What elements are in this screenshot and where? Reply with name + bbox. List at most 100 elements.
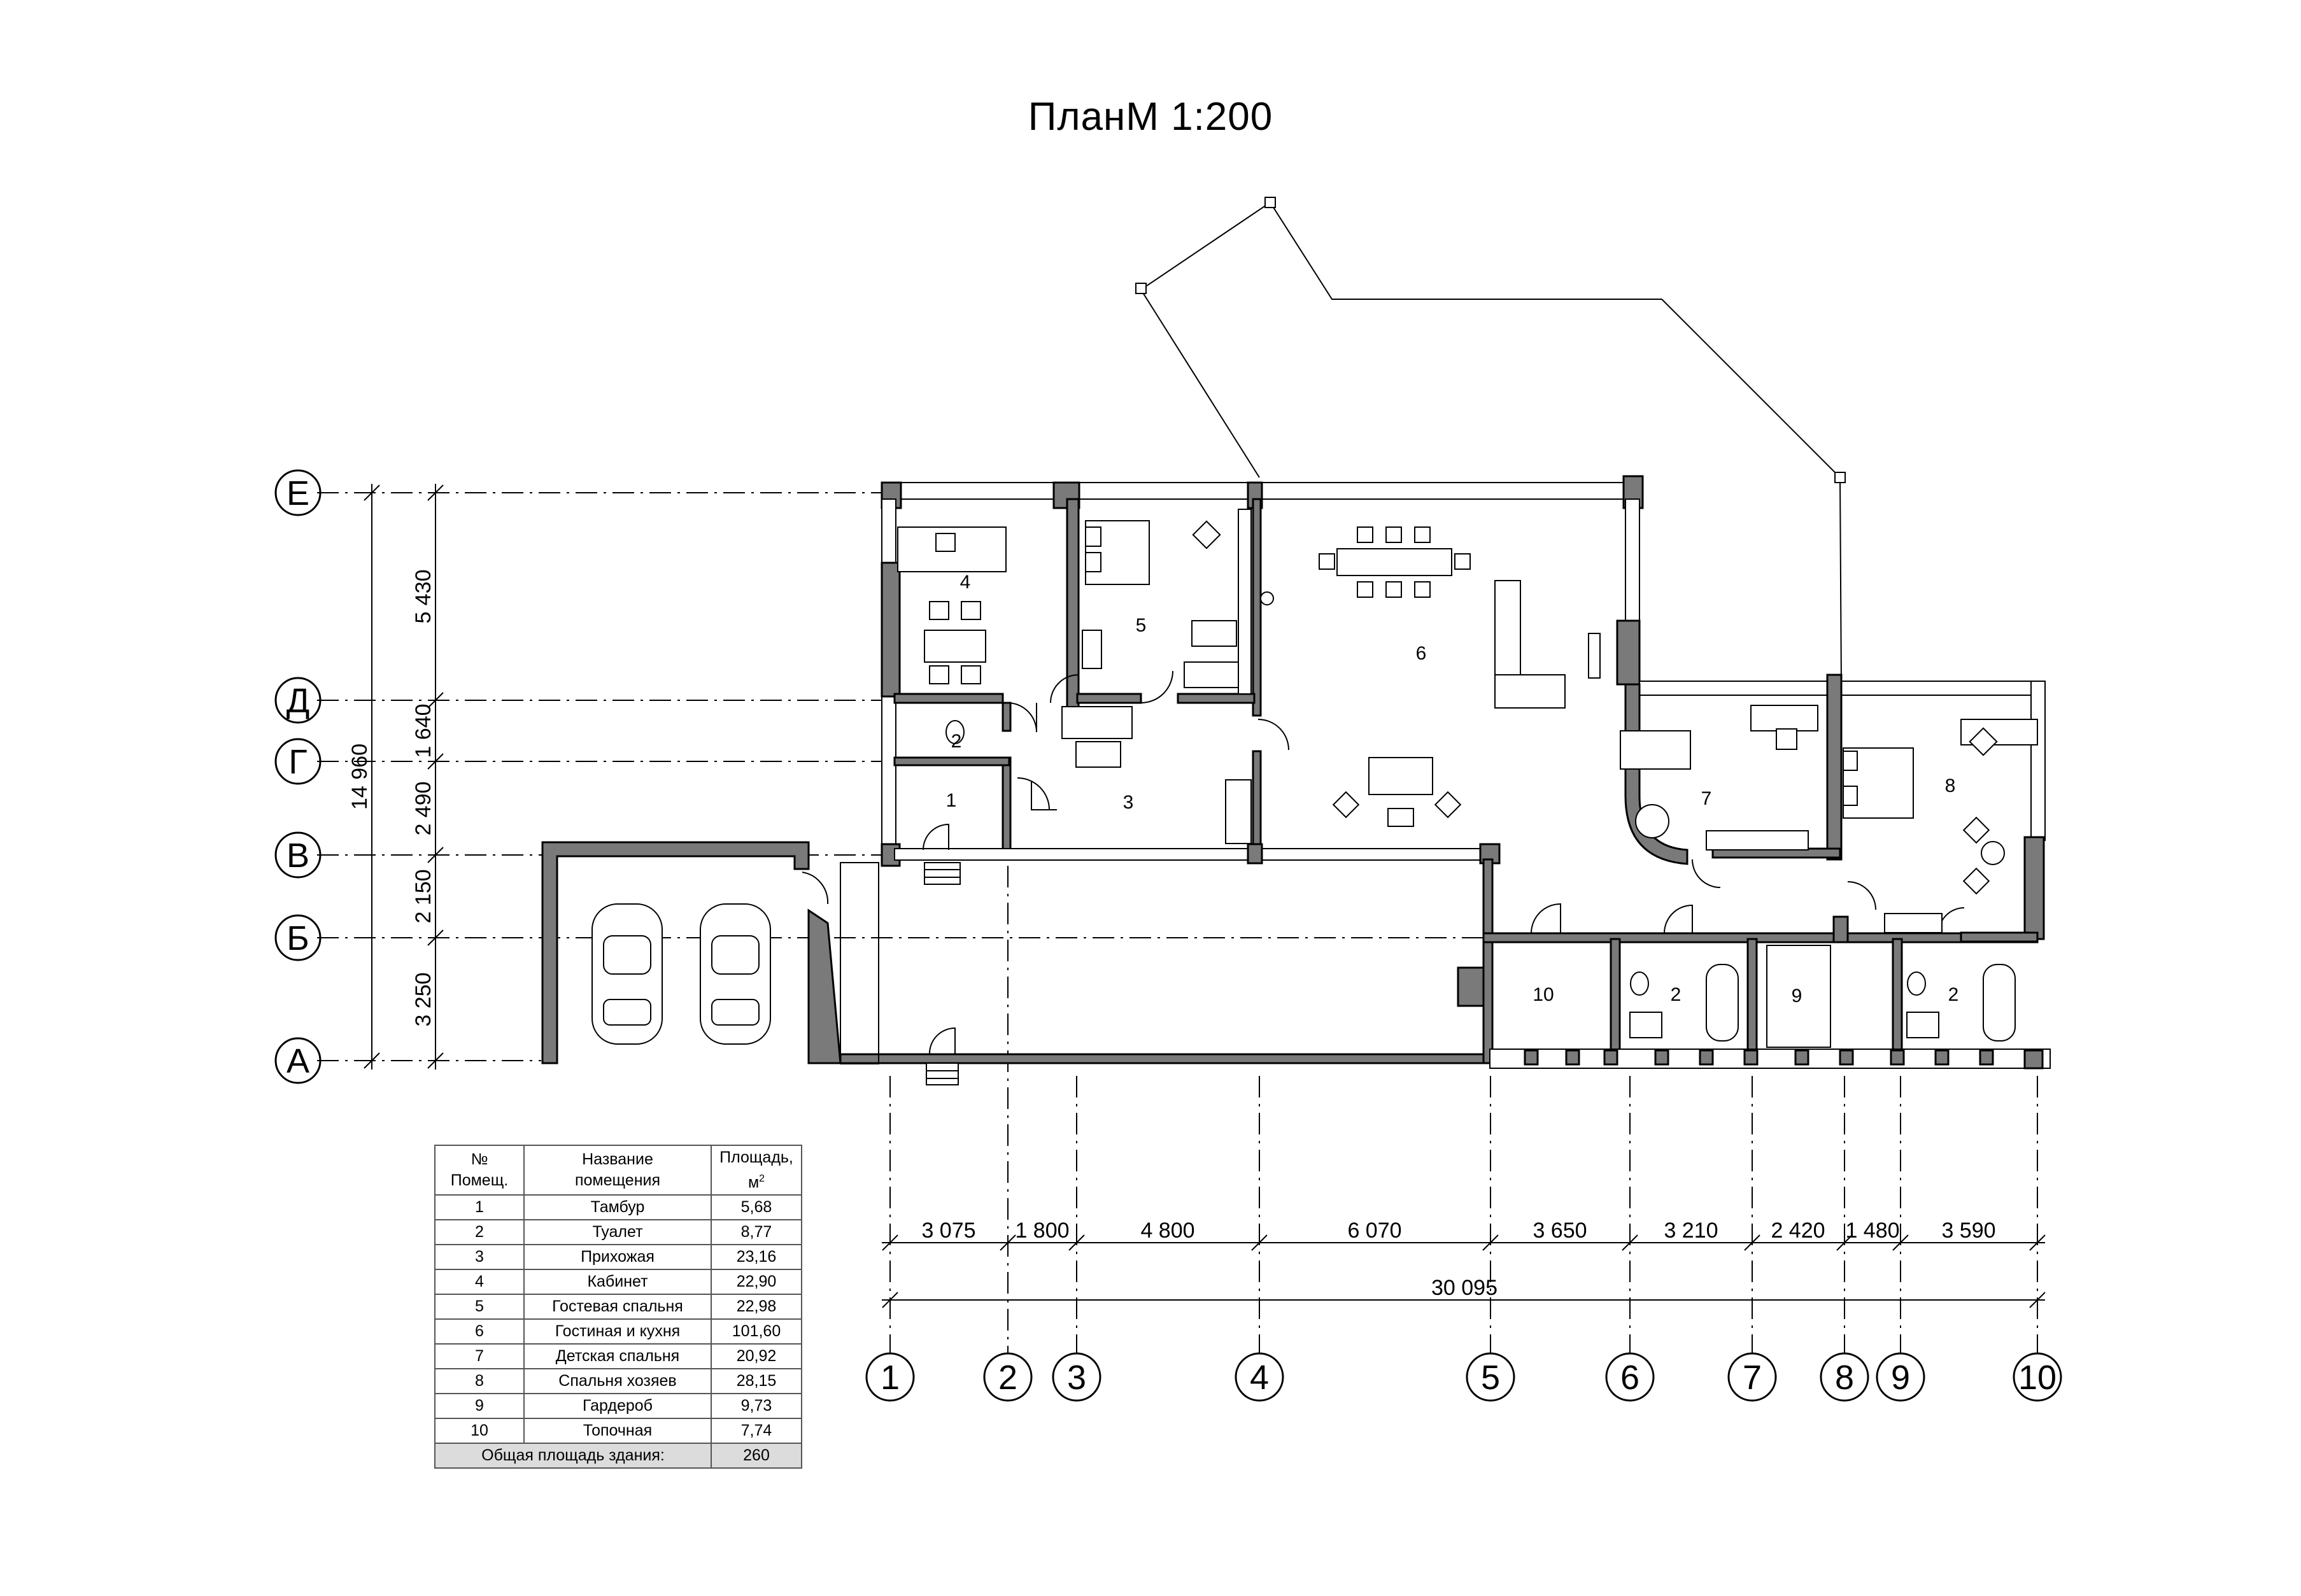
row-axis-markers: Е Д Г В Б А	[274, 469, 322, 1084]
room-label-bath-2: 2	[1948, 984, 1959, 1005]
door-swing	[923, 823, 949, 851]
vertical-total-label: 14 960	[348, 744, 372, 810]
horizontal-dim-label: 2 420	[1771, 1218, 1825, 1243]
nightstand	[1082, 630, 1102, 669]
column-axis-bubble	[1605, 1352, 1655, 1402]
vertical-dim-label: 1 640	[411, 703, 435, 758]
column-axis-bubble	[2013, 1352, 2062, 1402]
entry-steps	[926, 1063, 959, 1085]
column-axis-label: 8	[1835, 1359, 1854, 1397]
total-label: Общая площадь здания:	[434, 1443, 712, 1469]
column-axis-bubble	[1235, 1352, 1284, 1402]
horizontal-total-label: 30 095	[1431, 1276, 1497, 1300]
wall-segment	[2023, 836, 2045, 940]
column-axis-label: 2	[998, 1359, 1017, 1397]
partition-wall	[1066, 498, 1080, 710]
horizontal-dim-label: 3 590	[1941, 1218, 1995, 1243]
row-axis-label: А	[287, 1042, 309, 1080]
vertical-dim-label: 2 490	[411, 781, 435, 835]
horizontal-dim-label: 3 075	[921, 1218, 975, 1243]
armchair	[1962, 816, 1990, 844]
row-axis-label: Г	[288, 743, 307, 781]
partition-wall	[1177, 693, 1256, 704]
horizontal-dimensions: 3 075 1 800 4 800 6 070 3 650 3 210 2 42…	[882, 1218, 2046, 1308]
door-swing	[1007, 702, 1037, 733]
horizontal-dim-label: 1 480	[1845, 1218, 1899, 1243]
partition-wall	[1076, 693, 1142, 704]
room-label-master: 8	[1945, 775, 1956, 796]
horizontal-dim-label: 3 210	[1664, 1218, 1718, 1243]
row-axis-bubble	[274, 914, 322, 961]
door-swing	[1017, 777, 1050, 810]
column-axis-bubble	[1820, 1352, 1869, 1402]
column-axis-label: 4	[1250, 1359, 1269, 1397]
terrace-post	[1834, 472, 1846, 483]
door-swing	[1692, 859, 1721, 888]
horizontal-dim-label: 3 650	[1533, 1218, 1587, 1243]
partition-wall	[1252, 498, 1262, 717]
east-wall-right	[2030, 681, 2046, 841]
window-pier	[1699, 1049, 1714, 1066]
vanity	[1884, 913, 1943, 933]
window-pier	[1794, 1049, 1809, 1066]
wardrobe	[1225, 779, 1252, 844]
chair	[935, 533, 956, 552]
column-axis-label: 3	[1067, 1359, 1086, 1397]
table	[1191, 620, 1237, 647]
row-axis-bubble	[274, 1037, 322, 1084]
column-axis-lines	[889, 866, 2038, 1353]
window-pier	[1979, 1049, 1994, 1066]
column-axis-label: 6	[1620, 1359, 1639, 1397]
door-swing	[1664, 904, 1693, 934]
wall-column	[1247, 843, 1263, 865]
sink	[1629, 1012, 1662, 1038]
armchair	[1434, 791, 1462, 819]
south-wall	[839, 1053, 1491, 1064]
entry-steps	[924, 862, 961, 885]
partition-wall	[1960, 931, 2039, 943]
toilet	[1630, 971, 1649, 996]
row-axis-lines	[317, 492, 2031, 1061]
room-label-boiler: 10	[1533, 984, 1554, 1005]
south-wall-right	[1489, 1049, 2051, 1069]
window-pier	[1603, 1049, 1618, 1066]
window-pier	[1934, 1049, 1950, 1066]
terrace-post	[1135, 283, 1147, 294]
sofa	[1368, 757, 1433, 795]
column-axis-label: 9	[1891, 1359, 1910, 1397]
table	[924, 630, 986, 663]
round-table	[1981, 841, 2005, 865]
column-axis-bubble	[1466, 1352, 1515, 1402]
window-pier	[1565, 1049, 1580, 1066]
desk	[1750, 705, 1818, 731]
wardrobe-space	[1766, 945, 1831, 1048]
toilet	[1907, 971, 1926, 996]
door-swing	[1531, 903, 1561, 934]
room-label-cabinet: 4	[960, 572, 971, 593]
armchair	[1192, 520, 1221, 549]
sink	[1906, 1012, 1939, 1038]
south-partition	[894, 848, 1494, 861]
partition-wall	[1002, 702, 1012, 732]
column-axis-markers: 1 2 3 4 5 6 7 8 9 10	[865, 1352, 2062, 1402]
door-swing	[929, 1027, 956, 1054]
plan-title-text: План	[1028, 95, 1126, 139]
bed	[1620, 730, 1691, 770]
column-axis-bubble	[1727, 1352, 1777, 1402]
wall-segment	[881, 561, 901, 698]
row-axis-bubble	[274, 677, 322, 724]
window-pier	[1890, 1049, 1905, 1066]
partition-wall	[893, 756, 1010, 766]
door-swing	[802, 872, 829, 905]
column-axis-bubble	[1052, 1352, 1101, 1402]
column-axis-label: 10	[2018, 1359, 2057, 1397]
partition-wall	[893, 693, 1004, 704]
